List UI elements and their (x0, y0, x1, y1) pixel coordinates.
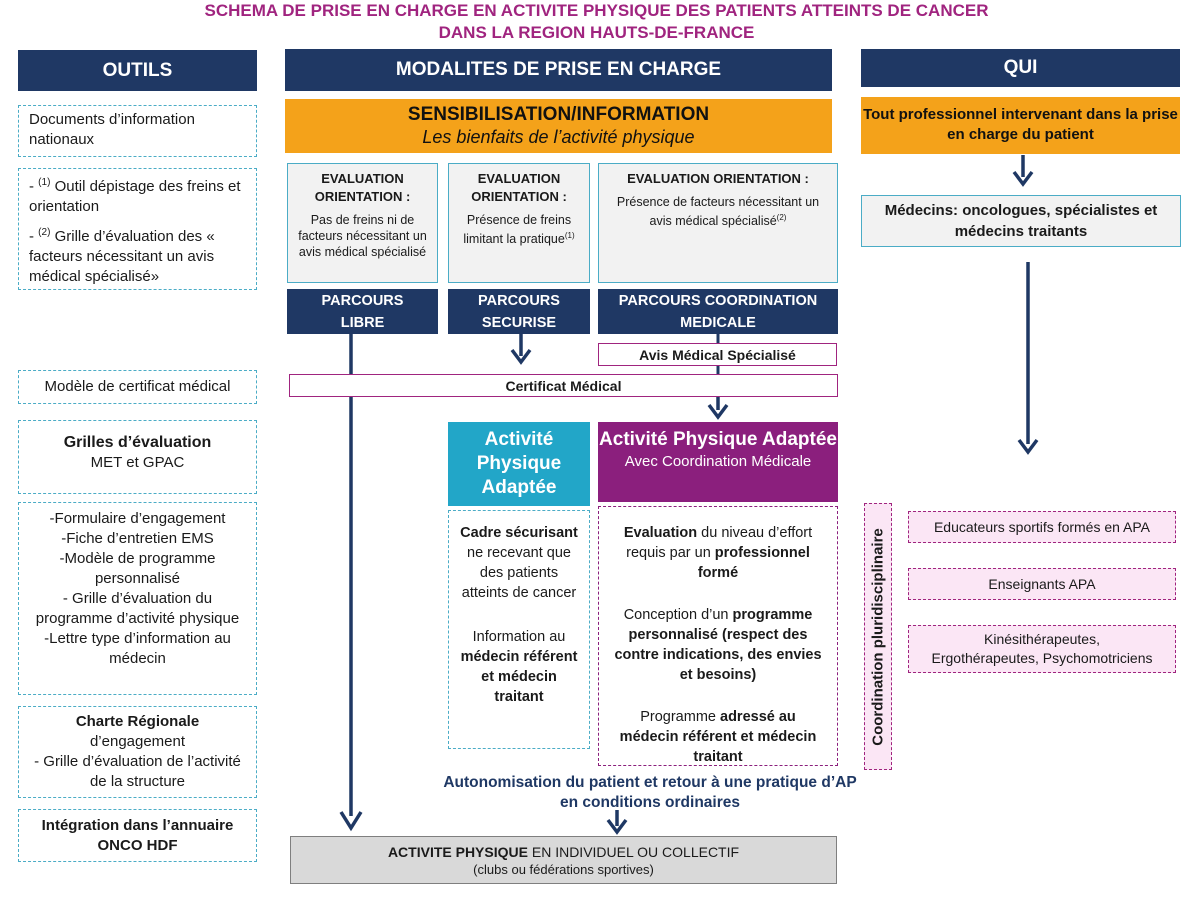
tool-grille-sup: (2) (38, 227, 51, 238)
coord-prog-bold: adressé au médecin référent et médecin t… (619, 709, 817, 765)
pro-kine: Kinésithérapeutes, Ergothérapeutes, Psyc… (908, 625, 1176, 673)
tool-form-2: -Fiche d’entretien EMS (61, 530, 214, 547)
parcours-libre-l2: LIBRE (340, 314, 385, 331)
sensibilisation-subtitle: Les bienfaits de l’activité physique (422, 127, 695, 147)
tool-form-5: -Lettre type d’information au médecin (44, 630, 231, 667)
parcours-securise-l1: PARCOURS (478, 292, 560, 309)
pro-educateurs: Educateurs sportifs formés en APA (908, 511, 1176, 543)
tool-outil-sup: (1) (38, 177, 51, 188)
page-title: SCHEMA DE PRISE EN CHARGE EN ACTIVITE PH… (0, 0, 1193, 44)
arrow-securise-head (510, 348, 532, 365)
qui-tout-bold: Tout professionnel (863, 106, 997, 123)
coordination-pluridisciplinaire-text: Coordination pluridisciplinaire (869, 527, 887, 746)
apa-coordination-details: Evaluation du niveau d’effort requis par… (598, 506, 838, 766)
tool-charte-sub: d’engagement (89, 733, 186, 750)
tool-certificat: Modèle de certificat médical (18, 370, 257, 404)
eval-coordination-title: EVALUATION ORIENTATION : (627, 171, 809, 186)
eval-coordination: EVALUATION ORIENTATION : Présence de fac… (598, 163, 838, 283)
pro-educateurs-text: Educateurs sportifs formés en APA (933, 518, 1151, 535)
apa-coordination-box: Activité Physique Adaptée Avec Coordinat… (598, 422, 838, 502)
parcours-securise: PARCOURS SECURISE (448, 289, 590, 334)
tool-charte-grille: - Grille d’évaluation de l’activité de l… (34, 753, 241, 790)
qui-tout-text: intervenant dans la prise en charge du p… (947, 106, 1178, 143)
apa-cadre-text: ne recevant que des patients atteints de… (461, 545, 577, 601)
tool-annuaire-text: Intégration dans l’annuaire ONCO HDF (41, 816, 234, 854)
title-line-1: SCHEMA DE PRISE EN CHARGE EN ACTIVITE PH… (204, 1, 989, 20)
tool-form-1: -Formulaire d’engagement (49, 510, 226, 527)
arrow-qui-1-head (1012, 170, 1034, 187)
tool-charte: Charte Régionale d’engagement - Grille d… (18, 706, 257, 798)
tool-grilles: Grilles d’évaluation MET et GPAC (18, 420, 257, 494)
arrow-autonomie-head (606, 818, 628, 835)
eval-securise: EVALUATION ORIENTATION : Présence de fre… (448, 163, 590, 283)
tool-formulaires: -Formulaire d’engagement -Fiche d’entret… (18, 502, 257, 695)
sensibilisation-title: SENSIBILISATION/INFORMATION (407, 104, 710, 125)
header-modalites: MODALITES DE PRISE EN CHARGE (285, 49, 832, 91)
parcours-libre: PARCOURS LIBRE (287, 289, 438, 334)
apa-title: Activité Physique Adaptée (476, 429, 562, 498)
tool-form-4: - Grille d’évaluation du programme d’act… (35, 590, 240, 627)
coordination-pluridisciplinaire-box: Coordination pluridisciplinaire (864, 503, 892, 770)
tool-charte-title: Charte Régionale (75, 713, 200, 730)
eval-libre: EVALUATION ORIENTATION : Pas de freins n… (287, 163, 438, 283)
eval-securise-title: EVALUATION ORIENTATION : (471, 171, 567, 204)
certificat-medical-text: Certificat Médical (505, 377, 622, 394)
coord-eval-bold: Evaluation (623, 525, 698, 541)
tool-documents-text: Documents d’information nationaux (29, 111, 195, 148)
qui-medecins: Médecins: oncologues, spécialistes et mé… (861, 195, 1181, 247)
tool-annuaire: Intégration dans l’annuaire ONCO HDF (18, 809, 257, 862)
eval-libre-title: EVALUATION ORIENTATION : (314, 171, 411, 204)
parcours-coordination: PARCOURS COORDINATION MEDICALE (598, 289, 838, 334)
tool-form-3: -Modèle de programme personnalisé (59, 550, 216, 587)
final-text: EN INDIVIDUEL OU COLLECTIF (527, 844, 740, 860)
tool-grilles-title: Grilles d’évaluation (63, 434, 212, 451)
coord-eval-text: du niveau d’effort requis par un (626, 525, 813, 561)
header-qui: QUI (861, 49, 1180, 87)
tool-depistage: - (1) Outil dépistage des freins et orie… (18, 168, 257, 290)
eval-securise-text: Présence de freins limitant la pratique (463, 213, 572, 247)
arrow-libre-head (339, 811, 363, 832)
eval-libre-text: Pas de freins ni de facteurs nécessitant… (298, 213, 427, 259)
coord-conc-text: Conception d’un (623, 607, 733, 623)
certificat-medical-box: Certificat Médical (289, 374, 838, 397)
eval-securise-sup: (1) (564, 231, 575, 240)
tool-documents: Documents d’information nationaux (18, 105, 257, 157)
qui-medecins-text: Médecins: oncologues, spécialistes et mé… (884, 202, 1158, 240)
coord-conc-bold: programme personnalisé (respect des cont… (614, 607, 822, 683)
tool-grilles-sub: MET et GPAC (90, 454, 185, 471)
autonomisation-text: Autonomisation du patient et retour à un… (443, 774, 857, 811)
parcours-securise-l2: SECURISE (481, 314, 557, 331)
apa-info-text: Information au (472, 629, 566, 645)
arrow-coord-head (707, 403, 729, 420)
eval-coordination-sup: (2) (776, 213, 787, 222)
sensibilisation-box: SENSIBILISATION/INFORMATION Les bienfait… (285, 99, 832, 153)
coord-prog-text: Programme (640, 709, 720, 725)
apa-info-bold: médecin référent et médecin traitant (460, 649, 578, 705)
activite-physique-final: ACTIVITE PHYSIQUE EN INDIVIDUEL OU COLLE… (290, 836, 837, 884)
apa-cadre-bold: Cadre sécurisant (460, 525, 578, 541)
final-sub: (clubs ou fédérations sportives) (473, 862, 654, 877)
header-outils: OUTILS (18, 50, 257, 91)
tool-certificat-text: Modèle de certificat médical (44, 378, 231, 395)
pro-enseignants-text: Enseignants APA (988, 575, 1096, 592)
avis-medical-text: Avis Médical Spécialisé (639, 346, 796, 363)
title-line-2: DANS LA REGION HAUTS-DE-FRANCE (438, 23, 755, 42)
qui-tout-professionnel: Tout professionnel intervenant dans la p… (861, 97, 1180, 154)
apa-details: Cadre sécurisant ne recevant que des pat… (448, 510, 590, 749)
apa-coordination-sub: Avec Coordination Médicale (624, 453, 812, 470)
pro-kine-text: Kinésithérapeutes, Ergothérapeutes, Psyc… (931, 631, 1153, 666)
apa-box: Activité Physique Adaptée (448, 422, 590, 506)
parcours-libre-l1: PARCOURS (321, 292, 404, 309)
tool-grille-text: Grille d’évaluation des « facteurs néces… (29, 228, 215, 285)
apa-coordination-title: Activité Physique Adaptée (599, 429, 837, 450)
eval-coordination-text: Présence de facteurs nécessitant un avis… (616, 195, 820, 229)
parcours-coordination-l2: MEDICALE (680, 314, 756, 331)
coord-eval-bold2: professionnel formé (697, 545, 810, 581)
pro-enseignants: Enseignants APA (908, 568, 1176, 600)
tool-outil-text: Outil dépistage des freins et orientatio… (29, 178, 241, 215)
arrow-qui-2-head (1017, 438, 1039, 455)
final-bold: ACTIVITE PHYSIQUE (387, 844, 528, 860)
avis-medical-box: Avis Médical Spécialisé (598, 343, 837, 366)
parcours-coordination-l1: PARCOURS COORDINATION (618, 292, 818, 309)
